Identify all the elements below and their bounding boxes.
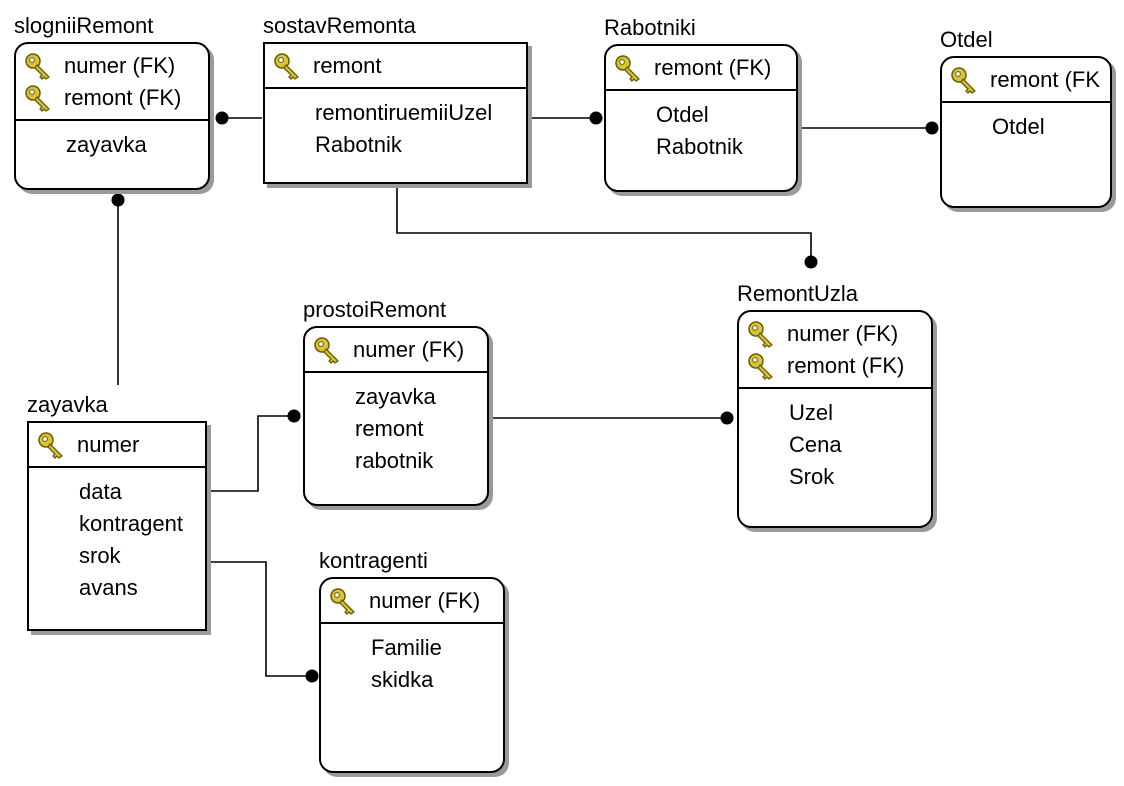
key-label: numer (FK) — [787, 321, 899, 346]
entity-RemontUzla[interactable]: RemontUzla numer (FK) remont (FK) Uzel C… — [737, 281, 933, 528]
key-row[interactable]: numer (FK) — [24, 50, 200, 82]
key-label: remont (FK — [990, 67, 1101, 92]
entity-Otdel[interactable]: Otdel remont (FK Otdel — [940, 27, 1112, 208]
attribute-row[interactable]: remontiruemiiUzel — [315, 100, 493, 125]
entity-prostoiRemont[interactable]: prostoiRemont numer (FK) zayavka remont … — [303, 297, 489, 506]
attribute-row[interactable]: Cena — [789, 432, 842, 457]
rel-end-dot — [111, 193, 125, 207]
key-row[interactable]: numer — [37, 429, 197, 461]
attribute-row[interactable]: zayavka — [66, 132, 147, 157]
entity-slogniiRemont[interactable]: slogniiRemont numer (FK) remont (FK) zay… — [14, 13, 210, 190]
key-row[interactable]: remont (FK) — [614, 52, 788, 84]
attribute-row[interactable]: rabotnik — [355, 448, 434, 473]
key-icon — [747, 352, 777, 380]
rel-end-dot — [287, 409, 301, 423]
key-section: remont (FK) — [606, 46, 796, 91]
entity-sostavRemonta[interactable]: sostavRemonta remont remontiruemiiUzel R… — [263, 13, 528, 184]
key-section: numer — [29, 423, 205, 468]
rel-end-dot — [925, 121, 939, 135]
attribute-row[interactable]: Familie — [371, 635, 442, 660]
key-label: remont (FK) — [787, 353, 905, 378]
attribute-section: data kontragent srok avans — [29, 468, 205, 604]
key-row[interactable]: remont — [273, 50, 518, 82]
attribute-row[interactable]: skidka — [371, 667, 434, 692]
rel-end-dot — [215, 111, 229, 125]
attribute-row[interactable]: remont — [355, 416, 424, 441]
key-icon — [747, 320, 777, 348]
key-icon — [24, 52, 54, 80]
key-icon — [329, 587, 359, 615]
attribute-row[interactable]: srok — [79, 543, 121, 568]
entity-title: kontragenti — [319, 548, 428, 573]
key-section: remont — [265, 44, 526, 89]
key-label: remont (FK) — [654, 55, 772, 80]
key-section: numer (FK) — [305, 328, 487, 373]
key-label: numer — [77, 432, 140, 457]
key-icon — [950, 66, 980, 94]
key-icon — [37, 431, 67, 459]
rel-end-dot — [589, 111, 603, 125]
key-section: remont (FK — [942, 58, 1110, 103]
rel-end-dot — [720, 411, 734, 425]
key-icon — [273, 52, 303, 80]
key-row[interactable]: numer (FK) — [313, 334, 479, 366]
entity-title: RemontUzla — [737, 281, 859, 306]
attribute-row[interactable]: avans — [79, 575, 138, 600]
attribute-section: Uzel Cena Srok — [739, 389, 931, 493]
entity-title: Rabotniki — [604, 15, 696, 40]
entity-title: prostoiRemont — [303, 297, 447, 322]
attribute-row[interactable]: Otdel — [992, 114, 1045, 139]
attribute-row[interactable]: Uzel — [789, 400, 834, 425]
key-row[interactable]: remont (FK) — [24, 82, 200, 114]
key-label: numer (FK) — [369, 588, 481, 613]
attribute-row[interactable]: Srok — [789, 464, 835, 489]
key-row[interactable]: numer (FK) — [329, 585, 495, 617]
attribute-section: remontiruemiiUzel Rabotnik — [265, 89, 526, 161]
attribute-row[interactable]: Rabotnik — [315, 132, 402, 157]
key-section: numer (FK) remont (FK) — [739, 312, 931, 389]
attribute-section: Otdel — [942, 103, 1110, 143]
entity-kontragenti[interactable]: kontragenti numer (FK) Familie skidka — [319, 548, 505, 773]
rel-zayavka-prostoiRemont — [208, 415, 294, 492]
key-icon — [614, 54, 644, 82]
key-row[interactable]: numer (FK) — [747, 318, 923, 350]
attribute-row[interactable]: kontragent — [79, 511, 183, 536]
key-row[interactable]: remont (FK — [950, 64, 1102, 96]
attribute-section: zayavka — [16, 121, 208, 161]
attribute-row[interactable]: Otdel — [656, 102, 709, 127]
key-row[interactable]: remont (FK) — [747, 350, 923, 382]
rel-zayavka-kontragenti — [208, 561, 312, 677]
key-label: numer (FK) — [64, 53, 176, 78]
attribute-section: Otdel Rabotnik — [606, 91, 796, 163]
key-icon — [24, 84, 54, 112]
rel-end-dot — [305, 669, 319, 683]
entity-title: Otdel — [940, 27, 993, 52]
attribute-row[interactable]: Rabotnik — [656, 134, 743, 159]
key-label: remont (FK) — [64, 85, 182, 110]
entity-zayavka[interactable]: zayavka numer data kontragent srok avans — [27, 392, 207, 631]
attribute-row[interactable]: zayavka — [355, 384, 436, 409]
entity-Rabotniki[interactable]: Rabotniki remont (FK) Otdel Rabotnik — [604, 15, 798, 192]
key-label: remont — [313, 53, 382, 78]
entity-title: zayavka — [27, 392, 108, 417]
rel-end-dot — [804, 255, 818, 269]
key-label: numer (FK) — [353, 337, 465, 362]
attribute-row[interactable]: data — [79, 479, 122, 504]
rel-sostavRemonta-RemontUzla — [396, 188, 812, 262]
key-section: numer (FK) remont (FK) — [16, 44, 208, 121]
key-icon — [313, 336, 343, 364]
attribute-section: zayavka remont rabotnik — [305, 373, 487, 477]
entity-title: sostavRemonta — [263, 13, 416, 38]
entity-title: slogniiRemont — [14, 13, 154, 38]
attribute-section: Familie skidka — [321, 624, 503, 696]
key-section: numer (FK) — [321, 579, 503, 624]
